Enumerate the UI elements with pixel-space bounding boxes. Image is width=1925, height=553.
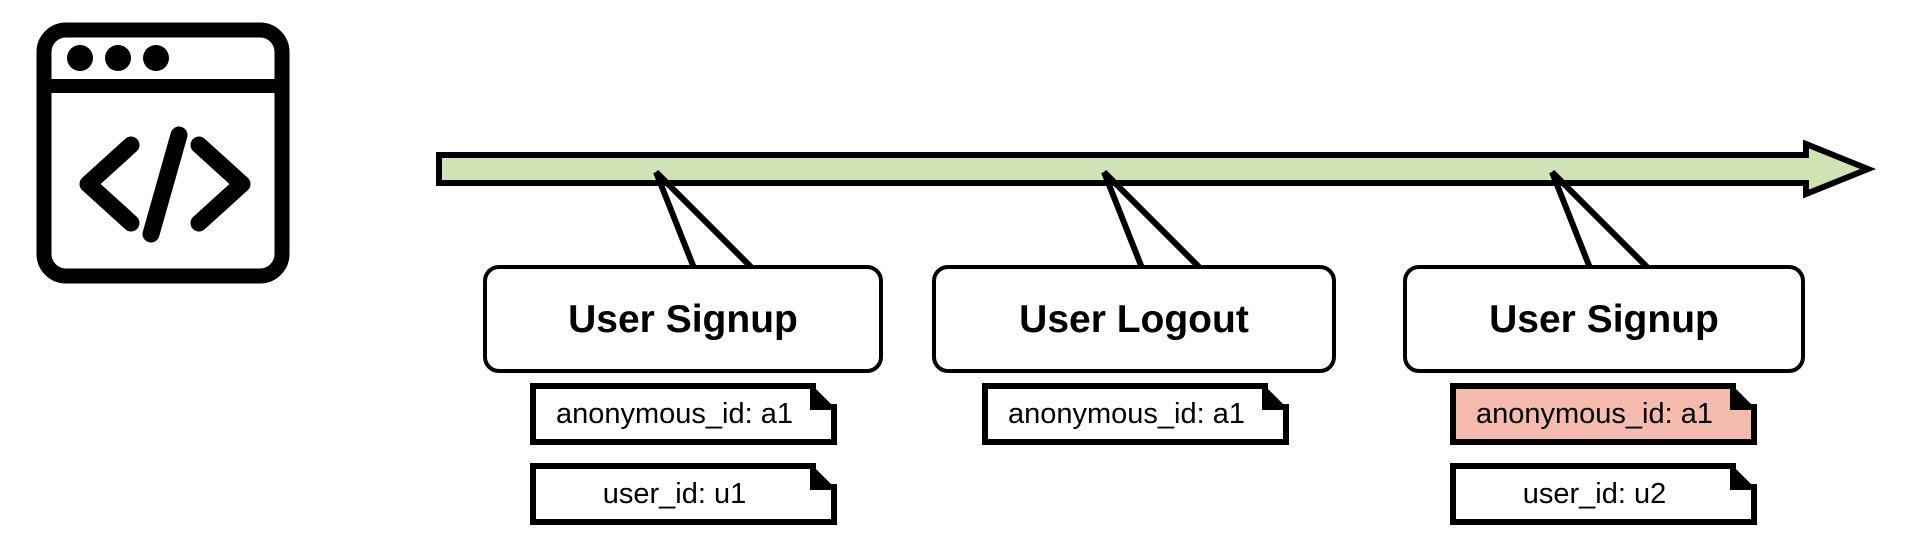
- event-box-user-signup-1[interactable]: User Signup: [483, 265, 883, 373]
- note-anonymous-id-1[interactable]: anonymous_id: a1: [530, 383, 837, 445]
- note-label: user_id: u2: [1522, 477, 1667, 510]
- code-window-icon: [36, 22, 290, 284]
- note-label: anonymous_id: a1: [556, 397, 793, 430]
- note-fold-corner: [1733, 386, 1754, 407]
- note-user-id-1[interactable]: user_id: u1: [530, 463, 837, 525]
- chevron-right-icon: [190, 136, 251, 232]
- note-fold-corner: [813, 466, 834, 487]
- note-label: anonymous_id: a1: [1008, 397, 1245, 430]
- event-box-user-logout[interactable]: User Logout: [932, 265, 1336, 373]
- slash-icon: [142, 126, 188, 243]
- timeline-arrow-shape: [436, 139, 1877, 199]
- window-dot-3: [143, 45, 169, 71]
- chevron-left-icon: [79, 136, 140, 232]
- note-label: user_id: u1: [602, 477, 747, 510]
- window-dot-1: [67, 45, 93, 71]
- note-fold-corner: [1733, 466, 1754, 487]
- window-dot-2: [105, 45, 131, 71]
- event-box-label: User Logout: [1019, 297, 1249, 341]
- note-fold-corner: [1265, 386, 1286, 407]
- note-anonymous-id-2[interactable]: anonymous_id: a1: [982, 383, 1289, 445]
- note-label: anonymous_id: a1: [1476, 397, 1713, 430]
- event-box-label: User Signup: [1489, 297, 1719, 341]
- note-user-id-2[interactable]: user_id: u2: [1450, 463, 1757, 525]
- timeline-arrow: [436, 139, 1877, 199]
- event-box-label: User Signup: [568, 297, 798, 341]
- note-anonymous-id-3[interactable]: anonymous_id: a1: [1450, 383, 1757, 445]
- note-fold-corner: [813, 386, 834, 407]
- event-box-user-signup-2[interactable]: User Signup: [1403, 265, 1805, 373]
